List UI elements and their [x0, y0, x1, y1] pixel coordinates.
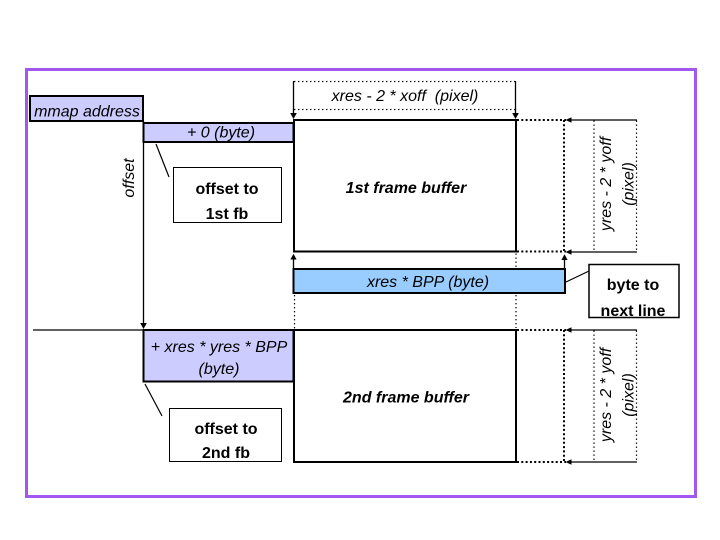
svg-text:yres - 2 * yoff: yres - 2 * yoff [598, 346, 615, 443]
svg-text:(byte): (byte) [199, 361, 240, 378]
svg-text:1st fb: 1st fb [206, 206, 249, 223]
svg-text:1st frame buffer: 1st frame buffer [346, 180, 467, 197]
svg-text:2nd frame buffer: 2nd frame buffer [342, 390, 470, 407]
svg-text:2nd fb: 2nd fb [202, 445, 250, 462]
svg-text:(pixel): (pixel) [621, 162, 638, 206]
svg-text:yres - 2 * yoff: yres - 2 * yoff [598, 135, 615, 232]
svg-text:byte to: byte to [607, 277, 660, 294]
svg-text:xres - 2 * xoff (pixel): xres - 2 * xoff (pixel) [331, 88, 479, 105]
svg-text:mmap address: mmap address [34, 104, 140, 121]
svg-text:offset to: offset to [195, 181, 258, 198]
svg-text:next line: next line [601, 303, 666, 320]
svg-text:offset: offset [121, 158, 138, 198]
svg-text:+ xres * yres * BPP: + xres * yres * BPP [151, 339, 288, 356]
svg-text:(pixel): (pixel) [621, 373, 638, 417]
svg-text:xres * BPP (byte): xres * BPP (byte) [366, 274, 489, 291]
svg-text:+ 0 (byte): + 0 (byte) [187, 125, 255, 142]
svg-text:offset to: offset to [194, 421, 257, 438]
